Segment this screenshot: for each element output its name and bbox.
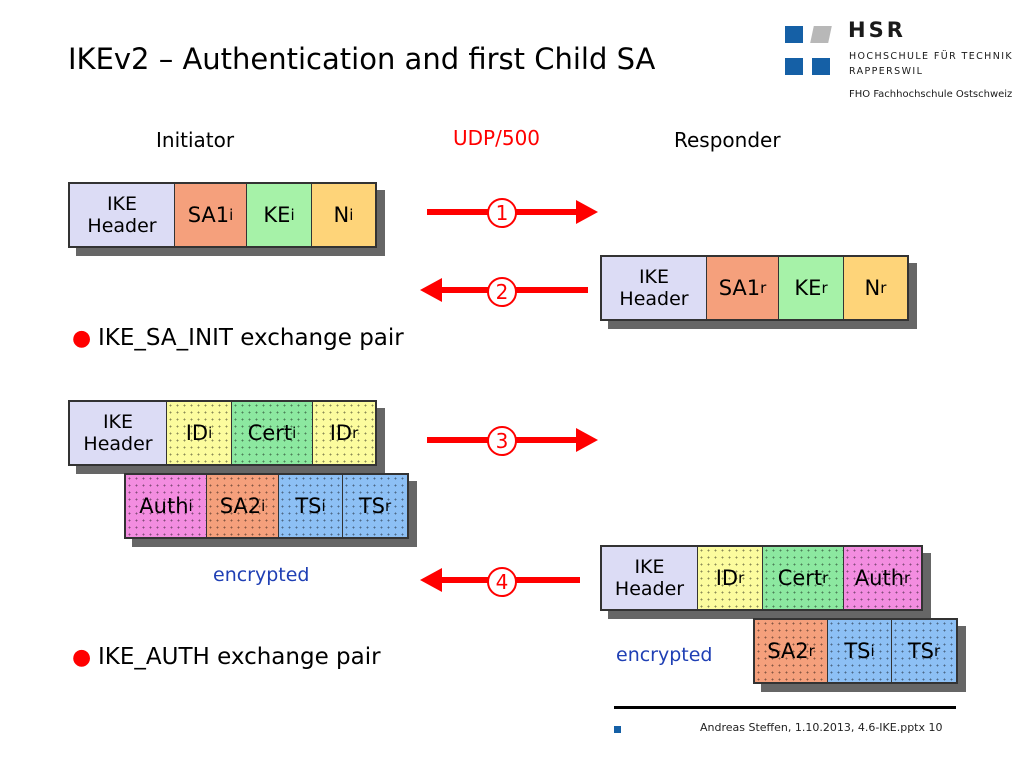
footer-text: Andreas Steffen, 1.10.2013, 4.6-IKE.pptx… xyxy=(700,721,943,734)
encrypted-label: encrypted xyxy=(616,644,713,666)
logo-line-1: HOCHSCHULE FÜR TECHNIK xyxy=(849,51,1014,62)
initiator-label: Initiator xyxy=(156,128,235,152)
bullet-ike-sa-init: ●IKE_SA_INIT exchange pair xyxy=(72,325,404,351)
arrow-head-right-icon xyxy=(576,200,598,224)
arrow-head-right-icon xyxy=(576,428,598,452)
logo-line-3: FHO Fachhochschule Ostschweiz xyxy=(849,89,1013,100)
footer-divider xyxy=(614,706,956,709)
slide-title: IKEv2 – Authentication and first Child S… xyxy=(68,42,656,76)
logo-line-2: RAPPERSWIL xyxy=(849,66,924,77)
arrow-head-left-icon xyxy=(420,568,442,592)
message-number-4: 4 xyxy=(487,567,517,597)
message-number-1: 1 xyxy=(487,198,517,228)
footer-square-icon xyxy=(614,726,621,733)
bullet-ike-auth: ●IKE_AUTH exchange pair xyxy=(72,644,381,670)
message-number-2: 2 xyxy=(487,277,517,307)
logo-name: HSR xyxy=(848,18,906,42)
transport-label: UDP/500 xyxy=(453,126,541,150)
hsr-logo-mark xyxy=(785,26,837,78)
arrow-head-left-icon xyxy=(420,278,442,302)
responder-label: Responder xyxy=(674,128,781,152)
message-number-3: 3 xyxy=(487,426,517,456)
encrypted-label: encrypted xyxy=(213,564,310,586)
